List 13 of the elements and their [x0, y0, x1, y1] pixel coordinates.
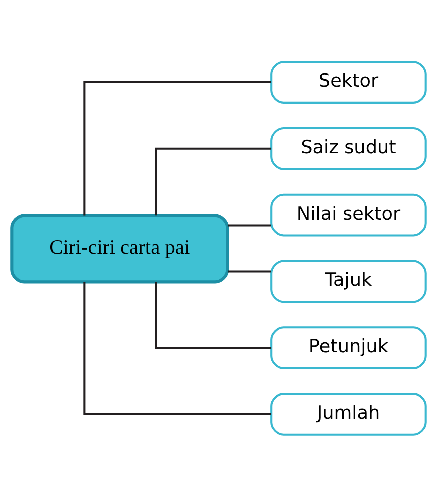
node-box: Tajuk — [270, 260, 427, 303]
connector — [228, 224, 272, 226]
connector — [84, 282, 272, 415]
connector — [155, 147, 272, 216]
node-box: Jumlah — [270, 392, 427, 436]
connector — [228, 270, 272, 272]
node-box: Nilai sektor — [270, 193, 427, 236]
node-box: Sektor — [270, 60, 427, 104]
node-box: Saiz sudut — [270, 126, 427, 170]
node-box: Petunjuk — [270, 326, 427, 370]
connector — [155, 282, 272, 349]
connector — [84, 81, 272, 216]
node-box: Ciri-ciri carta pai — [10, 214, 230, 284]
